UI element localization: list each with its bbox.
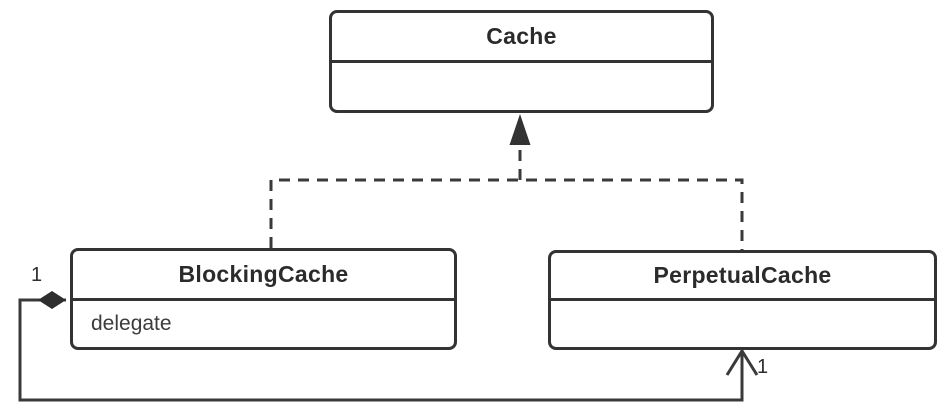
class-title-cache: Cache xyxy=(332,13,711,63)
open-arrowhead-icon xyxy=(725,348,759,376)
class-title-perpetual-cache: PerpetualCache xyxy=(551,253,934,301)
aggregation-connector xyxy=(18,298,744,402)
inheritance-arrowhead-icon xyxy=(509,114,531,145)
realization-connector xyxy=(269,178,744,251)
aggregation-diamond-icon xyxy=(38,291,66,309)
class-box-perpetual-cache: PerpetualCache xyxy=(548,250,937,350)
member-delegate: delegate xyxy=(91,312,172,335)
class-members-blocking-cache: delegate xyxy=(73,301,454,347)
class-members-cache xyxy=(332,63,711,110)
multiplicity-label-left: 1 xyxy=(31,264,43,286)
class-box-cache: Cache xyxy=(329,10,714,113)
multiplicity-label-right: 1 xyxy=(757,356,769,378)
class-members-perpetual-cache xyxy=(551,301,934,347)
class-box-blocking-cache: BlockingCache delegate xyxy=(70,248,457,350)
class-title-blocking-cache: BlockingCache xyxy=(73,251,454,301)
